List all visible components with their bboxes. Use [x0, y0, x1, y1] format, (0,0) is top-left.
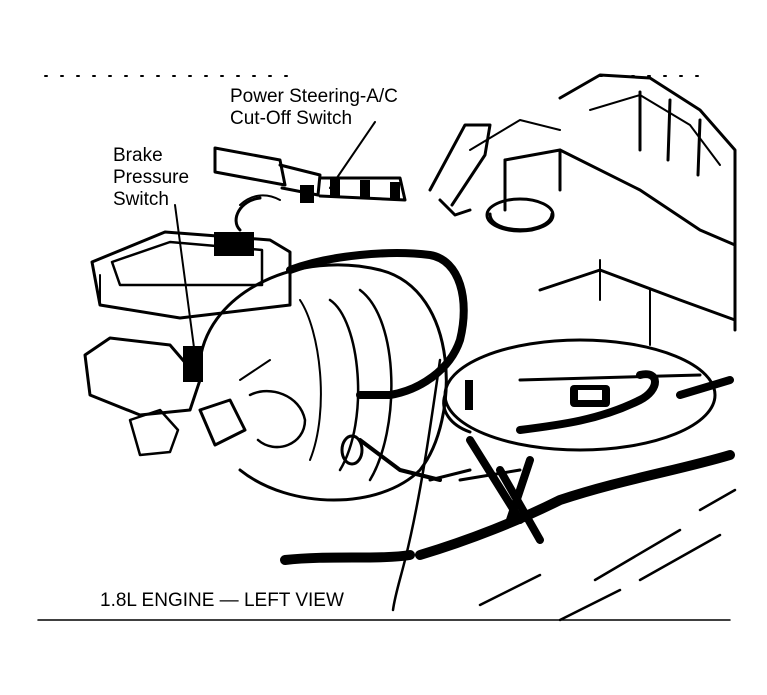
bracket	[428, 123, 492, 217]
figure-caption: 1.8L ENGINE — LEFT VIEW	[100, 590, 344, 611]
brake-master-cylinder-reservoir	[90, 230, 292, 320]
detail-circle	[442, 338, 734, 452]
pressure-lines	[213, 146, 407, 206]
label-power-steering-line2: Cut-Off Switch	[230, 108, 353, 129]
floor-lines	[478, 488, 737, 622]
label-brake-line1: Brake	[113, 145, 163, 166]
master-cylinder-body	[83, 336, 307, 457]
brake-booster	[198, 263, 448, 502]
wiring-harness	[234, 196, 468, 482]
reservoir-cap	[485, 197, 555, 233]
label-brake-line2: Pressure	[113, 167, 190, 188]
engine-block	[469, 73, 737, 346]
label-brake-line3: Switch	[113, 189, 169, 210]
leader-lines	[174, 121, 442, 612]
lower-harness	[280, 436, 735, 565]
label-power-steering-line1: Power Steering-A/C	[230, 86, 398, 107]
